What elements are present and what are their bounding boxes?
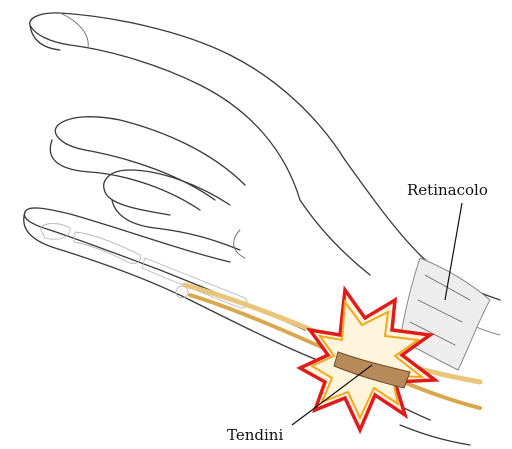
label-retinaculum: Retinacolo: [407, 181, 488, 199]
retinaculum: [400, 258, 490, 370]
label-tendons: Tendini: [227, 426, 283, 444]
middle-finger-outline: [55, 117, 245, 200]
index-finger-outline: [30, 13, 345, 200]
